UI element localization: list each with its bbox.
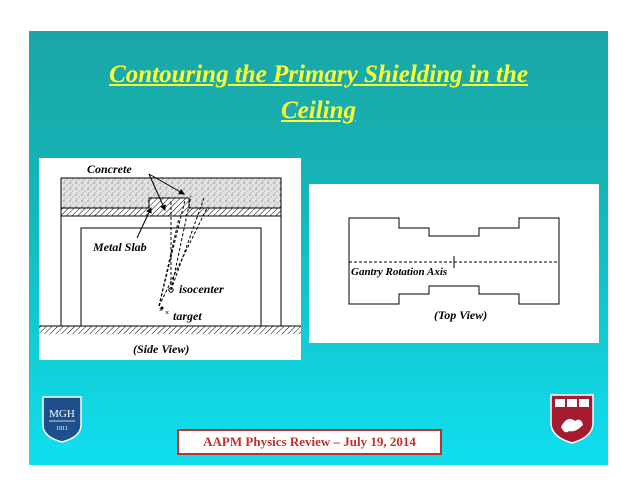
isocenter-label: isocenter xyxy=(179,282,224,296)
target-point xyxy=(160,306,164,310)
mgh-logo: MGH 1811 xyxy=(41,395,83,443)
side-view-caption: (Side View) xyxy=(133,342,190,356)
slide-title-line1: Contouring the Primary Shielding in the xyxy=(109,61,528,88)
svg-text:×: × xyxy=(159,307,163,314)
side-view-diagram: × × Concrete Metal Slab isocenter target… xyxy=(39,158,301,360)
harvard-shield-logo xyxy=(549,393,595,445)
top-view-drawing xyxy=(348,217,560,305)
gantry-axis-label: Gantry Rotation Axis xyxy=(351,266,448,278)
isocenter-point xyxy=(168,287,174,293)
slide: Contouring the Primary Shielding in the … xyxy=(29,31,608,465)
top-view-diagram: Gantry Rotation Axis (Top View) xyxy=(309,184,599,343)
svg-text:×: × xyxy=(165,310,169,317)
mgh-logo-text: MGH xyxy=(49,408,75,420)
target-label: target xyxy=(173,309,202,323)
mgh-logo-year: 1811 xyxy=(56,426,68,432)
floor xyxy=(39,326,301,334)
top-view-caption: (Top View) xyxy=(434,308,488,322)
metal-slab-label: Metal Slab xyxy=(93,240,147,254)
side-view-drawing: × × xyxy=(39,173,301,334)
slide-title-line2: Ceiling xyxy=(280,97,356,124)
concrete-label: Concrete xyxy=(87,162,132,176)
room-outline-top xyxy=(348,217,560,305)
footer-citation: AAPM Physics Review – July 19, 2014 xyxy=(177,429,442,455)
